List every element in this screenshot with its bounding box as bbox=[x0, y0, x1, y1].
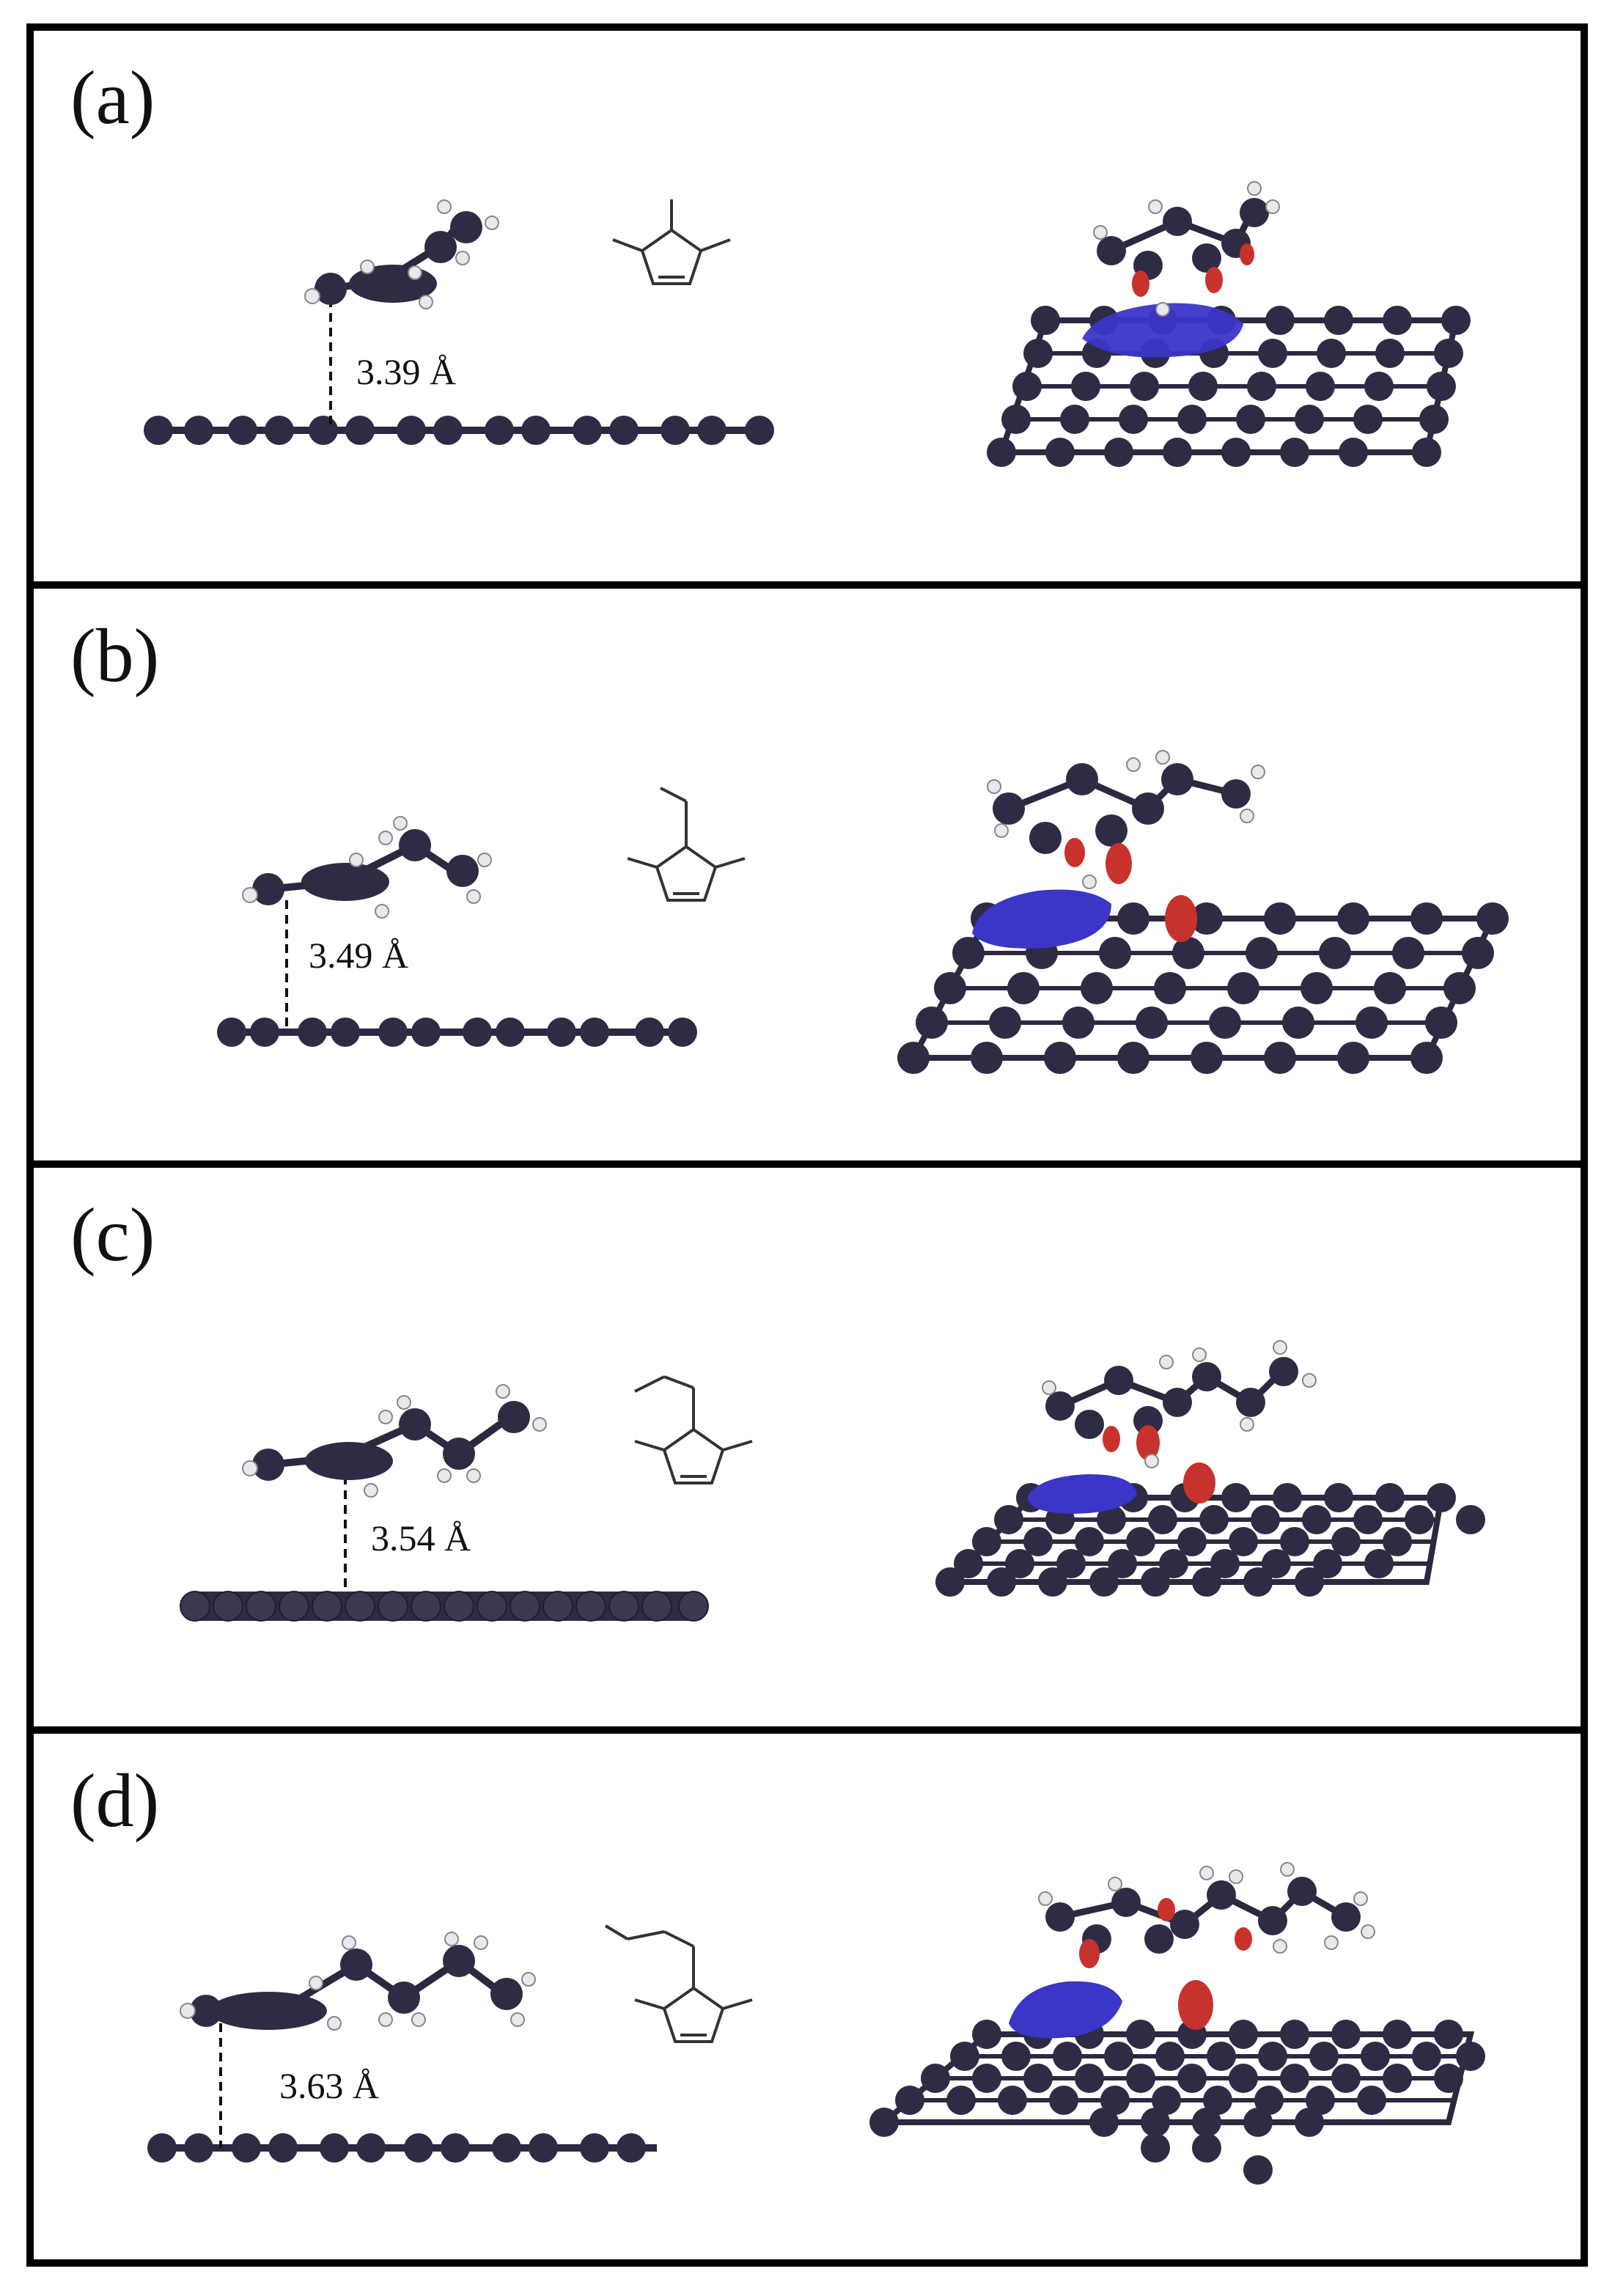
graphene-perspective-view bbox=[897, 750, 1509, 1074]
distance-label: 3.39 Å bbox=[356, 351, 457, 392]
charge-density-blue bbox=[1082, 303, 1243, 358]
adsorbed-molecule bbox=[987, 750, 1265, 889]
adsorbed-molecule bbox=[1038, 1862, 1375, 1968]
charge-density-red bbox=[1165, 895, 1197, 942]
molecule-side-view bbox=[304, 199, 499, 309]
adsorbed-molecule bbox=[1042, 1340, 1317, 1468]
panel-divider bbox=[34, 1726, 1581, 1734]
adsorbed-molecule bbox=[1093, 181, 1280, 317]
graphene-side-view bbox=[147, 2133, 657, 2163]
panel-a-figure bbox=[144, 181, 1471, 467]
figure-frame bbox=[26, 23, 1588, 2267]
distance-label: 3.54 Å bbox=[371, 1517, 471, 1559]
charge-density-blue bbox=[1027, 1474, 1137, 1514]
molecule-side-view bbox=[242, 816, 492, 919]
graphene-perspective-view bbox=[869, 1862, 1485, 2185]
graphene-perspective-view bbox=[987, 181, 1471, 467]
panel-divider bbox=[34, 1160, 1581, 1168]
panel-label: (a) bbox=[70, 56, 155, 140]
skeletal-structure bbox=[604, 1924, 753, 2043]
graphene-side-view bbox=[144, 416, 774, 445]
panel-label: (b) bbox=[70, 614, 160, 698]
graphene-side-view bbox=[217, 1018, 697, 1047]
panel-b: (b) 3.49 Å bbox=[34, 589, 1581, 1153]
panel-d: (d) 3.63 Å bbox=[34, 1734, 1581, 2258]
panel-d-figure bbox=[147, 1862, 1485, 2185]
molecule-side-view bbox=[242, 1384, 547, 1498]
charge-density-blue bbox=[1009, 1981, 1122, 2039]
panel-c-figure bbox=[180, 1340, 1485, 1622]
panel-divider bbox=[34, 581, 1581, 589]
molecule-side-view bbox=[180, 1932, 536, 2031]
charge-density-blue bbox=[972, 889, 1111, 949]
panel-c: (c) 3.54 Å bbox=[34, 1168, 1581, 1725]
panel-b-figure bbox=[217, 750, 1509, 1074]
skeletal-structure bbox=[634, 1375, 753, 1484]
skeletal-structure bbox=[627, 787, 746, 902]
graphene-perspective-view bbox=[935, 1340, 1485, 1597]
charge-density-red bbox=[1178, 1980, 1213, 2030]
skeletal-structure bbox=[612, 199, 731, 285]
panel-label: (d) bbox=[70, 1759, 160, 1843]
distance-label: 3.49 Å bbox=[309, 935, 409, 976]
graphene-side-view bbox=[180, 1591, 709, 1622]
panel-label: (c) bbox=[70, 1193, 155, 1277]
panel-a: (a) 3.39 Å bbox=[34, 31, 1581, 573]
distance-label: 3.63 Å bbox=[279, 2065, 380, 2106]
charge-density-red bbox=[1183, 1462, 1215, 1504]
